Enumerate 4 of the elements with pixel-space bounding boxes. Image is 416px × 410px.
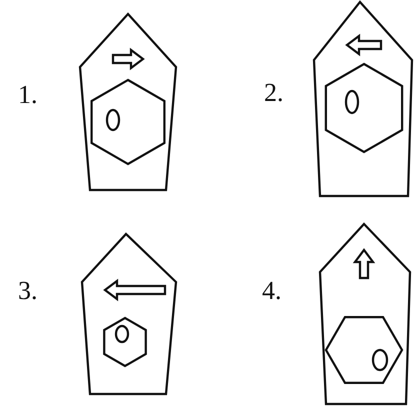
figure-number: 4.	[262, 278, 282, 304]
figure-number: 2.	[264, 80, 284, 106]
figure-number: 1.	[18, 82, 38, 108]
figure-number: 3.	[18, 278, 38, 304]
